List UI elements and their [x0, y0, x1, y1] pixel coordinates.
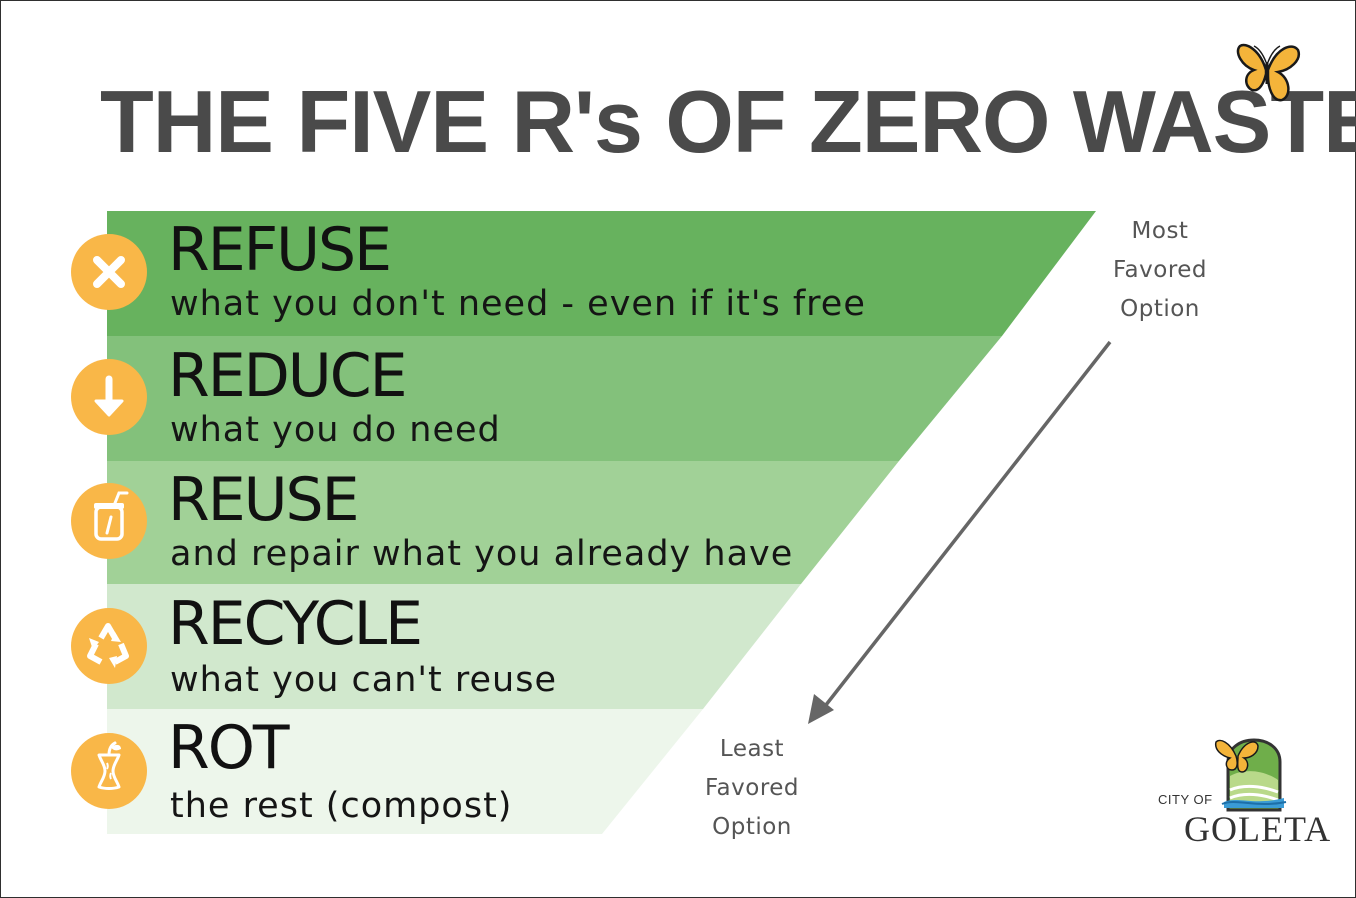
favorability-arrow — [808, 340, 1112, 724]
most-favored-line-3: Option — [1120, 296, 1200, 322]
tier-band-refuse — [107, 211, 1096, 336]
least-favored-line-3: Option — [712, 814, 792, 840]
page-title: THE FIVE R's OF ZERO WASTE — [100, 72, 1356, 171]
logo-name-text: GOLETA — [1184, 809, 1332, 849]
least-favored-line-2: Favored — [704, 775, 800, 801]
recycle-icon — [71, 608, 147, 684]
least-favored-label: Least Favored Option — [682, 730, 822, 847]
logo-city-of-text: CITY OF — [1158, 792, 1213, 807]
tier-name-reduce: REDUCE — [168, 341, 408, 411]
most-favored-line-1: Most — [1131, 218, 1189, 244]
city-of-goleta-logo: CITY OF GOLETA — [1158, 732, 1330, 849]
tier-desc-reduce: what you do need — [170, 410, 501, 450]
tier-band-reuse — [107, 461, 899, 584]
tier-name-recycle: RECYCLE — [168, 589, 423, 659]
x-mark-icon — [71, 234, 147, 310]
tier-band-rot — [107, 709, 703, 834]
tier-band-reduce — [107, 336, 1002, 461]
jar-with-straw-icon — [71, 483, 147, 559]
tier-desc-rot: the rest (compost) — [170, 786, 513, 826]
tier-name-reuse: REUSE — [168, 465, 360, 535]
tier-desc-reuse: and repair what you already have — [170, 534, 794, 574]
butterfly-icon — [1236, 43, 1301, 102]
tier-desc-recycle: what you can't reuse — [170, 660, 557, 700]
most-favored-line-2: Favored — [1112, 257, 1208, 283]
favorability-arrow-line — [820, 340, 1112, 712]
tier-name-refuse: REFUSE — [168, 215, 392, 285]
tier-name-rot: ROT — [168, 713, 290, 783]
tier-band-recycle — [107, 584, 801, 709]
most-favored-label: Most Favored Option — [1090, 212, 1230, 329]
favorability-arrow-head — [808, 694, 834, 724]
least-favored-line-1: Least — [719, 736, 785, 762]
tier-desc-refuse: what you don't need - even if it's free — [170, 284, 866, 324]
down-arrow-icon — [71, 359, 147, 435]
goleta-emblem-icon — [1214, 738, 1287, 812]
apple-core-icon — [71, 733, 147, 809]
